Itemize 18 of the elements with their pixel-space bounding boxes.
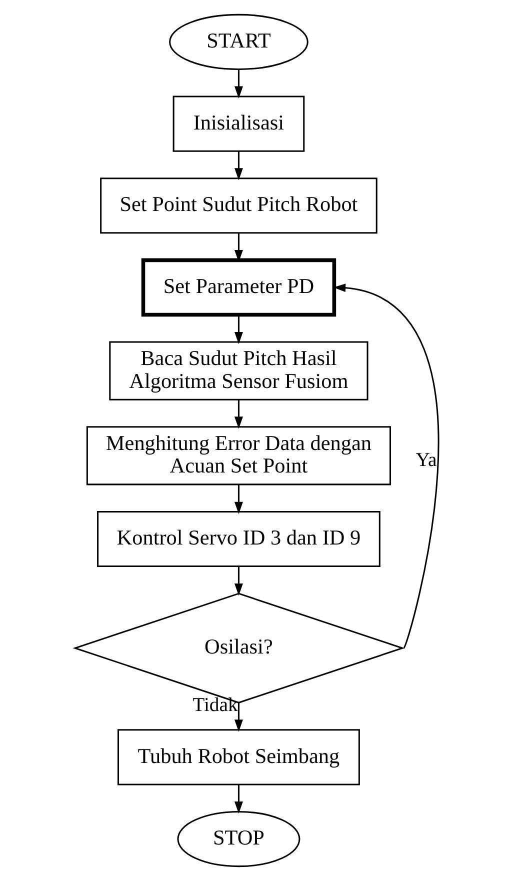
arrow bbox=[234, 314, 242, 344]
node-box: Set Point Sudut Pitch Robot bbox=[100, 178, 377, 234]
edge-label: Ya bbox=[415, 449, 436, 472]
arrow bbox=[234, 566, 242, 596]
node-box: Menghitung Error Data dengan Acuan Set Point bbox=[86, 426, 390, 486]
arrow bbox=[234, 784, 242, 814]
node-box: Kontrol Servo ID 3 dan ID 9 bbox=[96, 510, 380, 568]
node-box: Inisialisasi bbox=[172, 96, 304, 152]
node-ellipse: STOP bbox=[176, 811, 300, 868]
arrow bbox=[234, 69, 242, 98]
node-box: Tubuh Robot Seimbang bbox=[117, 729, 360, 786]
arrow bbox=[234, 484, 242, 514]
node-box: Baca Sudut Pitch Hasil Algoritma Sensor Fusiom bbox=[108, 341, 368, 400]
arrow bbox=[234, 400, 242, 429]
arrow bbox=[234, 151, 242, 180]
arrow bbox=[234, 702, 242, 732]
node-box: Set Parameter PD bbox=[140, 258, 336, 317]
node-ellipse: START bbox=[168, 14, 308, 70]
